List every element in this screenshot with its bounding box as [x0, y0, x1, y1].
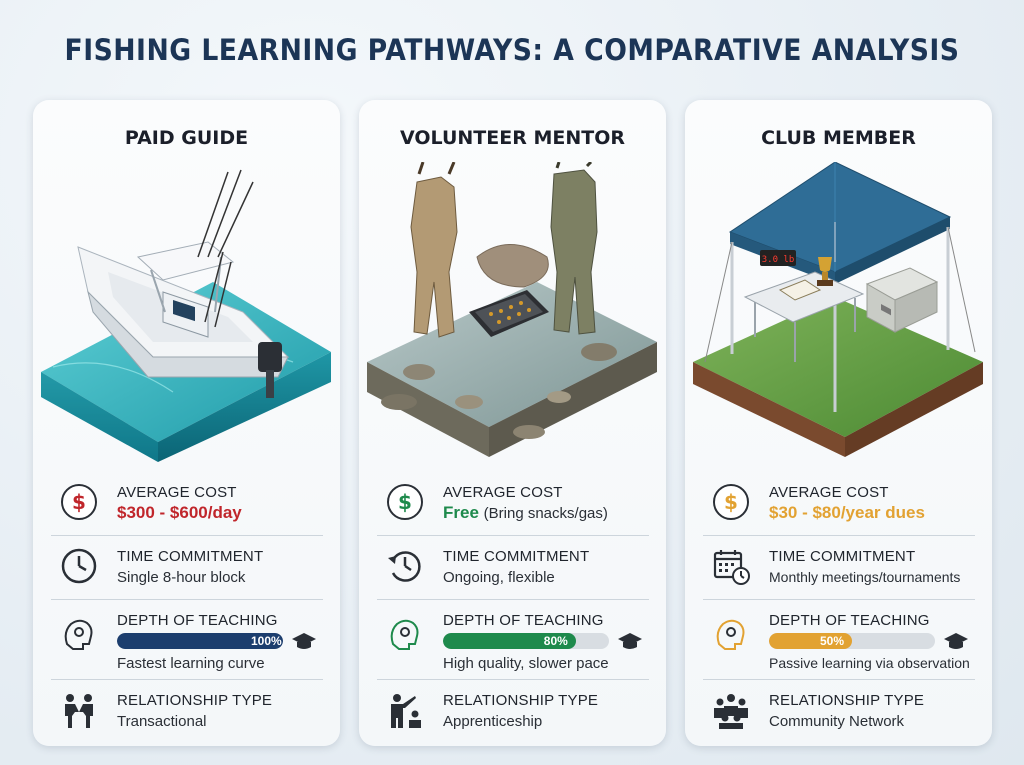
handshake-people-icon — [65, 694, 93, 728]
group-icon — [714, 694, 748, 729]
depth-label: DEPTH OF TEACHING — [769, 612, 930, 629]
svg-text:$: $ — [72, 490, 86, 514]
depth-progress-bar: 80% — [443, 633, 609, 649]
depth-caption: Passive learning via observation — [769, 655, 970, 671]
time-label: TIME COMMITMENT — [769, 548, 916, 565]
cycle-clock-icon — [388, 551, 421, 582]
relationship-value: Transactional — [117, 713, 207, 730]
depth-percent: 80% — [543, 634, 568, 648]
time-value: Single 8-hour block — [117, 569, 246, 586]
graduation-cap-icon — [292, 633, 316, 649]
cost-label: AVERAGE COST — [769, 484, 889, 501]
time-label: TIME COMMITMENT — [117, 548, 264, 565]
relationship-row: RELATIONSHIP TYPE Apprenticeship — [377, 680, 649, 744]
card-volunteer-mentor: VOLUNTEER MENTOR $ — [359, 100, 666, 746]
depth-progress-bar: 100% — [117, 633, 283, 649]
depth-caption: High quality, slower pace — [443, 655, 609, 672]
graduation-cap-icon — [944, 633, 968, 649]
relationship-row: RELATIONSHIP TYPE Transactional — [51, 680, 323, 744]
relationship-value: Community Network — [769, 713, 905, 730]
teacher-student-icon — [391, 694, 421, 728]
cost-label: AVERAGE COST — [443, 484, 563, 501]
time-value: Monthly meetings/tournaments — [769, 569, 961, 585]
card-club-member: CLUB MEMBER 3.0 lb — [685, 100, 992, 746]
time-row: TIME COMMITMENT Monthly meetings/tournam… — [703, 536, 975, 600]
card-title: VOLUNTEER MENTOR — [400, 127, 625, 149]
canopy-tent-illustration: 3.0 lb — [693, 162, 983, 457]
cost-label: AVERAGE COST — [117, 484, 237, 501]
relationship-label: RELATIONSHIP TYPE — [769, 692, 925, 709]
stream-waders-illustration — [367, 162, 657, 457]
depth-label: DEPTH OF TEACHING — [117, 612, 278, 629]
relationship-row: RELATIONSHIP TYPE Community Network — [703, 680, 975, 744]
cost-row: $ AVERAGE COST Free (Bring snacks/gas) — [377, 472, 649, 536]
dollar-icon: $ — [61, 484, 97, 520]
depth-row: DEPTH OF TEACHING 100% Fastest learning … — [51, 600, 323, 680]
card-paid-guide: PAID GUIDE $ — [33, 100, 340, 746]
brain-gear-icon — [64, 619, 93, 650]
time-row: TIME COMMITMENT Single 8-hour block — [51, 536, 323, 600]
cost-row: $ AVERAGE COST $300 - $600/day — [51, 472, 323, 536]
depth-percent: 50% — [820, 634, 845, 648]
dollar-icon: $ — [713, 484, 749, 520]
card-title: PAID GUIDE — [124, 127, 249, 149]
cost-value: Free (Bring snacks/gas) — [443, 503, 608, 522]
card-title: CLUB MEMBER — [761, 127, 916, 149]
clock-icon — [61, 548, 97, 584]
relationship-label: RELATIONSHIP TYPE — [443, 692, 599, 709]
scoreboard-text: 3.0 lb — [762, 255, 795, 265]
page-title: FISHING LEARNING PATHWAYS: A COMPARATIVE… — [64, 33, 960, 67]
depth-caption: Fastest learning curve — [117, 655, 265, 672]
time-value: Ongoing, flexible — [443, 569, 555, 586]
calendar-clock-icon — [713, 550, 750, 585]
relationship-value: Apprenticeship — [443, 713, 543, 730]
brain-gear-icon — [390, 619, 419, 650]
depth-row: DEPTH OF TEACHING 50% Passive learning v… — [703, 600, 975, 680]
cost-value: $300 - $600/day — [117, 503, 242, 522]
depth-label: DEPTH OF TEACHING — [443, 612, 604, 629]
time-label: TIME COMMITMENT — [443, 548, 590, 565]
svg-text:$: $ — [724, 490, 738, 514]
depth-percent: 100% — [251, 634, 282, 648]
cost-value: $30 - $80/year dues — [769, 503, 925, 522]
svg-text:$: $ — [398, 490, 412, 514]
depth-row: DEPTH OF TEACHING 80% High quality, slow… — [377, 600, 649, 680]
brain-gear-icon — [716, 619, 745, 650]
cost-row: $ AVERAGE COST $30 - $80/year dues — [703, 472, 975, 536]
time-row: TIME COMMITMENT Ongoing, flexible — [377, 536, 649, 600]
depth-progress-bar: 50% — [769, 633, 935, 649]
boat-on-water-illustration — [41, 169, 331, 462]
graduation-cap-icon — [618, 633, 642, 649]
relationship-label: RELATIONSHIP TYPE — [117, 692, 273, 709]
dollar-icon: $ — [387, 484, 423, 520]
